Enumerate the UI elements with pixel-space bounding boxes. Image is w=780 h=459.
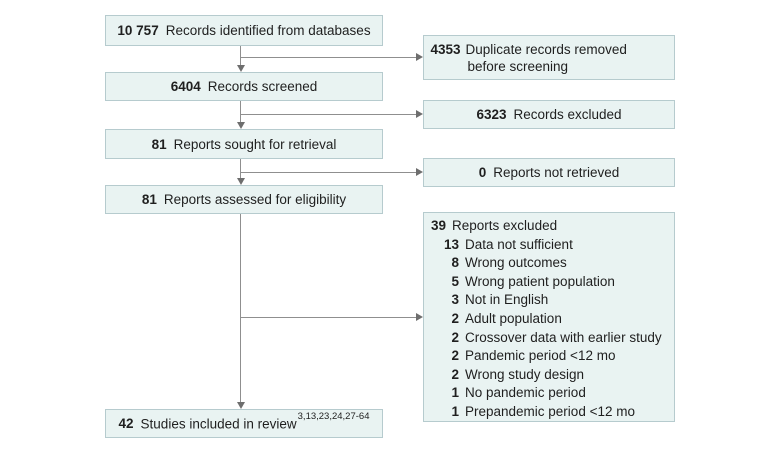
reason-label: Prepandemic period <12 mo — [465, 403, 635, 419]
connector-line — [240, 101, 241, 122]
exclusion-reason-row: 5 Wrong patient population — [431, 273, 668, 292]
connector-line — [241, 317, 416, 318]
box-label-text: Studies included in review — [140, 416, 297, 432]
arrowhead-down — [236, 122, 245, 129]
box-label: Reports sought for retrieval — [173, 136, 337, 152]
connector-line — [241, 172, 416, 173]
record-count: 10 757 — [117, 23, 159, 38]
exclusion-reason-row: 8 Wrong outcomes — [431, 254, 668, 273]
arrowhead-right — [416, 110, 423, 118]
record-count: 0 — [478, 165, 487, 180]
reason-count: 13 — [443, 236, 459, 252]
connector-line — [240, 46, 241, 66]
arrowhead-down — [236, 178, 245, 185]
reason-count: 1 — [451, 385, 459, 401]
exclusion-reason-row: 2 Pandemic period <12 mo — [431, 347, 668, 366]
connector-line — [240, 214, 241, 402]
record-count: 81 — [141, 192, 157, 207]
reason-label: Adult population — [465, 310, 562, 326]
record-count: 42 — [118, 416, 134, 431]
record-count: 81 — [151, 136, 167, 152]
reason-label: Not in English — [465, 292, 549, 308]
box-label: Studies included in review3,13,23,24,27-… — [140, 411, 370, 432]
flow-box-records-identified: 10 757 Records identified from databases — [105, 15, 383, 46]
reference-superscript: 3,13,23,24,27-64 — [297, 411, 370, 423]
box-label: Records identified from databases — [165, 23, 371, 38]
exclusion-reason-row: 2 Wrong study design — [431, 366, 668, 385]
reason-label: Wrong outcomes — [465, 255, 567, 271]
reason-count: 5 — [451, 273, 459, 289]
arrowhead-right — [416, 313, 423, 321]
connector-line — [241, 57, 416, 58]
reason-label: Pandemic period <12 mo — [465, 348, 616, 364]
exclusion-reason-row: 1 No pandemic period — [431, 384, 668, 403]
flow-box-studies-included: 42 Studies included in review3,13,23,24,… — [105, 409, 383, 438]
reason-label: Wrong patient population — [465, 273, 615, 289]
reason-label: Data not sufficient — [465, 236, 573, 252]
reason-count: 3 — [451, 292, 459, 308]
box-label: Records excluded — [513, 107, 622, 122]
record-count: 4353 — [430, 41, 461, 57]
reason-label: No pandemic period — [465, 385, 586, 401]
connector-line — [240, 159, 241, 178]
flow-box-records-excluded: 6323 Records excluded — [423, 100, 675, 129]
arrowhead-right — [416, 168, 423, 176]
flow-box-reports-assessed: 81 Reports assessed for eligibility — [105, 185, 383, 214]
reason-count: 2 — [451, 348, 459, 364]
connector-line — [241, 114, 416, 115]
reason-count: 2 — [451, 366, 459, 382]
exclusion-reason-row: 1 Prepandemic period <12 mo — [431, 403, 668, 422]
flow-box-reports-not-retrieved: 0 Reports not retrieved — [423, 158, 675, 187]
arrowhead-down — [236, 402, 245, 409]
reason-label: Wrong study design — [465, 366, 585, 382]
arrowhead-right — [416, 53, 423, 61]
reason-count: 8 — [451, 255, 459, 271]
box-label: Duplicate records removed before screeni… — [465, 41, 627, 74]
record-count: 39 — [431, 218, 447, 233]
box-label: Records screened — [207, 79, 318, 94]
arrowhead-down — [236, 65, 245, 72]
record-count: 6323 — [476, 107, 507, 122]
reason-label: Crossover data with earlier study — [465, 329, 662, 345]
record-count: 6404 — [170, 79, 201, 94]
exclusion-reason-row: 13 Data not sufficient — [431, 236, 668, 255]
reason-count: 2 — [451, 329, 459, 345]
flow-box-records-screened: 6404 Records screened — [105, 72, 383, 101]
flow-box-reports-sought: 81 Reports sought for retrieval — [105, 129, 383, 159]
exclusion-reason-row: 2 Crossover data with earlier study — [431, 329, 668, 348]
exclusion-header: 39 Reports excluded — [431, 217, 668, 236]
exclusion-reason-row: 2 Adult population — [431, 310, 668, 329]
box-label: Reports not retrieved — [493, 165, 620, 180]
box-label: Reports assessed for eligibility — [163, 192, 347, 207]
reason-count: 2 — [451, 310, 459, 326]
reason-count: 1 — [451, 403, 459, 419]
box-label: Reports excluded — [452, 218, 558, 233]
exclusion-reason-row: 3 Not in English — [431, 291, 668, 310]
